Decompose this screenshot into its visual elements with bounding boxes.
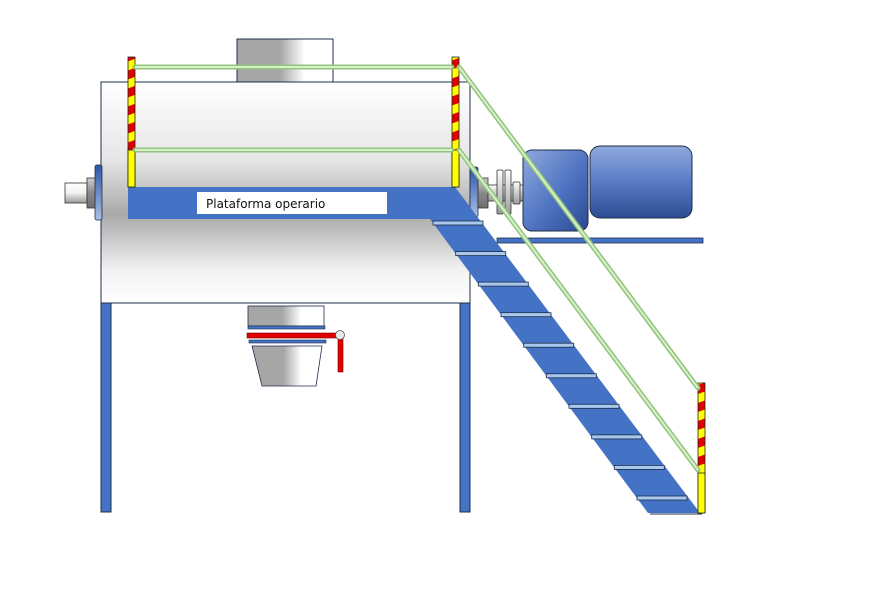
stair-step <box>545 373 597 379</box>
support-leg-left <box>100 302 112 513</box>
valve-lever-handle[interactable] <box>337 337 344 373</box>
valve-pivot <box>335 330 345 340</box>
stair-step <box>636 495 688 501</box>
handrails <box>132 64 701 473</box>
top-inlet <box>236 38 334 83</box>
discharge-valve <box>246 305 345 387</box>
stair-step <box>591 434 643 440</box>
coupling-disc-2 <box>504 169 512 215</box>
left-shaft <box>64 182 88 204</box>
motor-base <box>496 237 704 244</box>
stair-step <box>613 464 665 470</box>
staircase <box>428 187 700 513</box>
stair-step <box>432 220 484 226</box>
platform-label-box <box>197 192 387 214</box>
stair-step <box>523 342 575 348</box>
support-leg-right <box>459 302 471 513</box>
coupling-disc-3 <box>512 181 521 205</box>
stair-step <box>477 281 529 287</box>
platform-label: Plataforma operario <box>206 197 325 211</box>
safety-post-left-base <box>127 149 136 188</box>
stair-step <box>568 403 620 409</box>
safety-post-right-base <box>697 472 706 514</box>
valve-cone <box>251 345 323 387</box>
gear-reducer <box>522 149 589 232</box>
valve-plate-bottom <box>248 339 327 344</box>
stair-steps <box>432 220 688 501</box>
safety-post-middle-base <box>451 149 460 188</box>
stair-step <box>500 312 552 318</box>
valve-plate-top <box>247 325 326 330</box>
valve-lever[interactable] <box>246 332 340 339</box>
valve-upper-body <box>247 305 325 327</box>
left-flange <box>94 164 103 221</box>
electric-motor <box>589 145 693 219</box>
stair-step <box>455 251 507 257</box>
